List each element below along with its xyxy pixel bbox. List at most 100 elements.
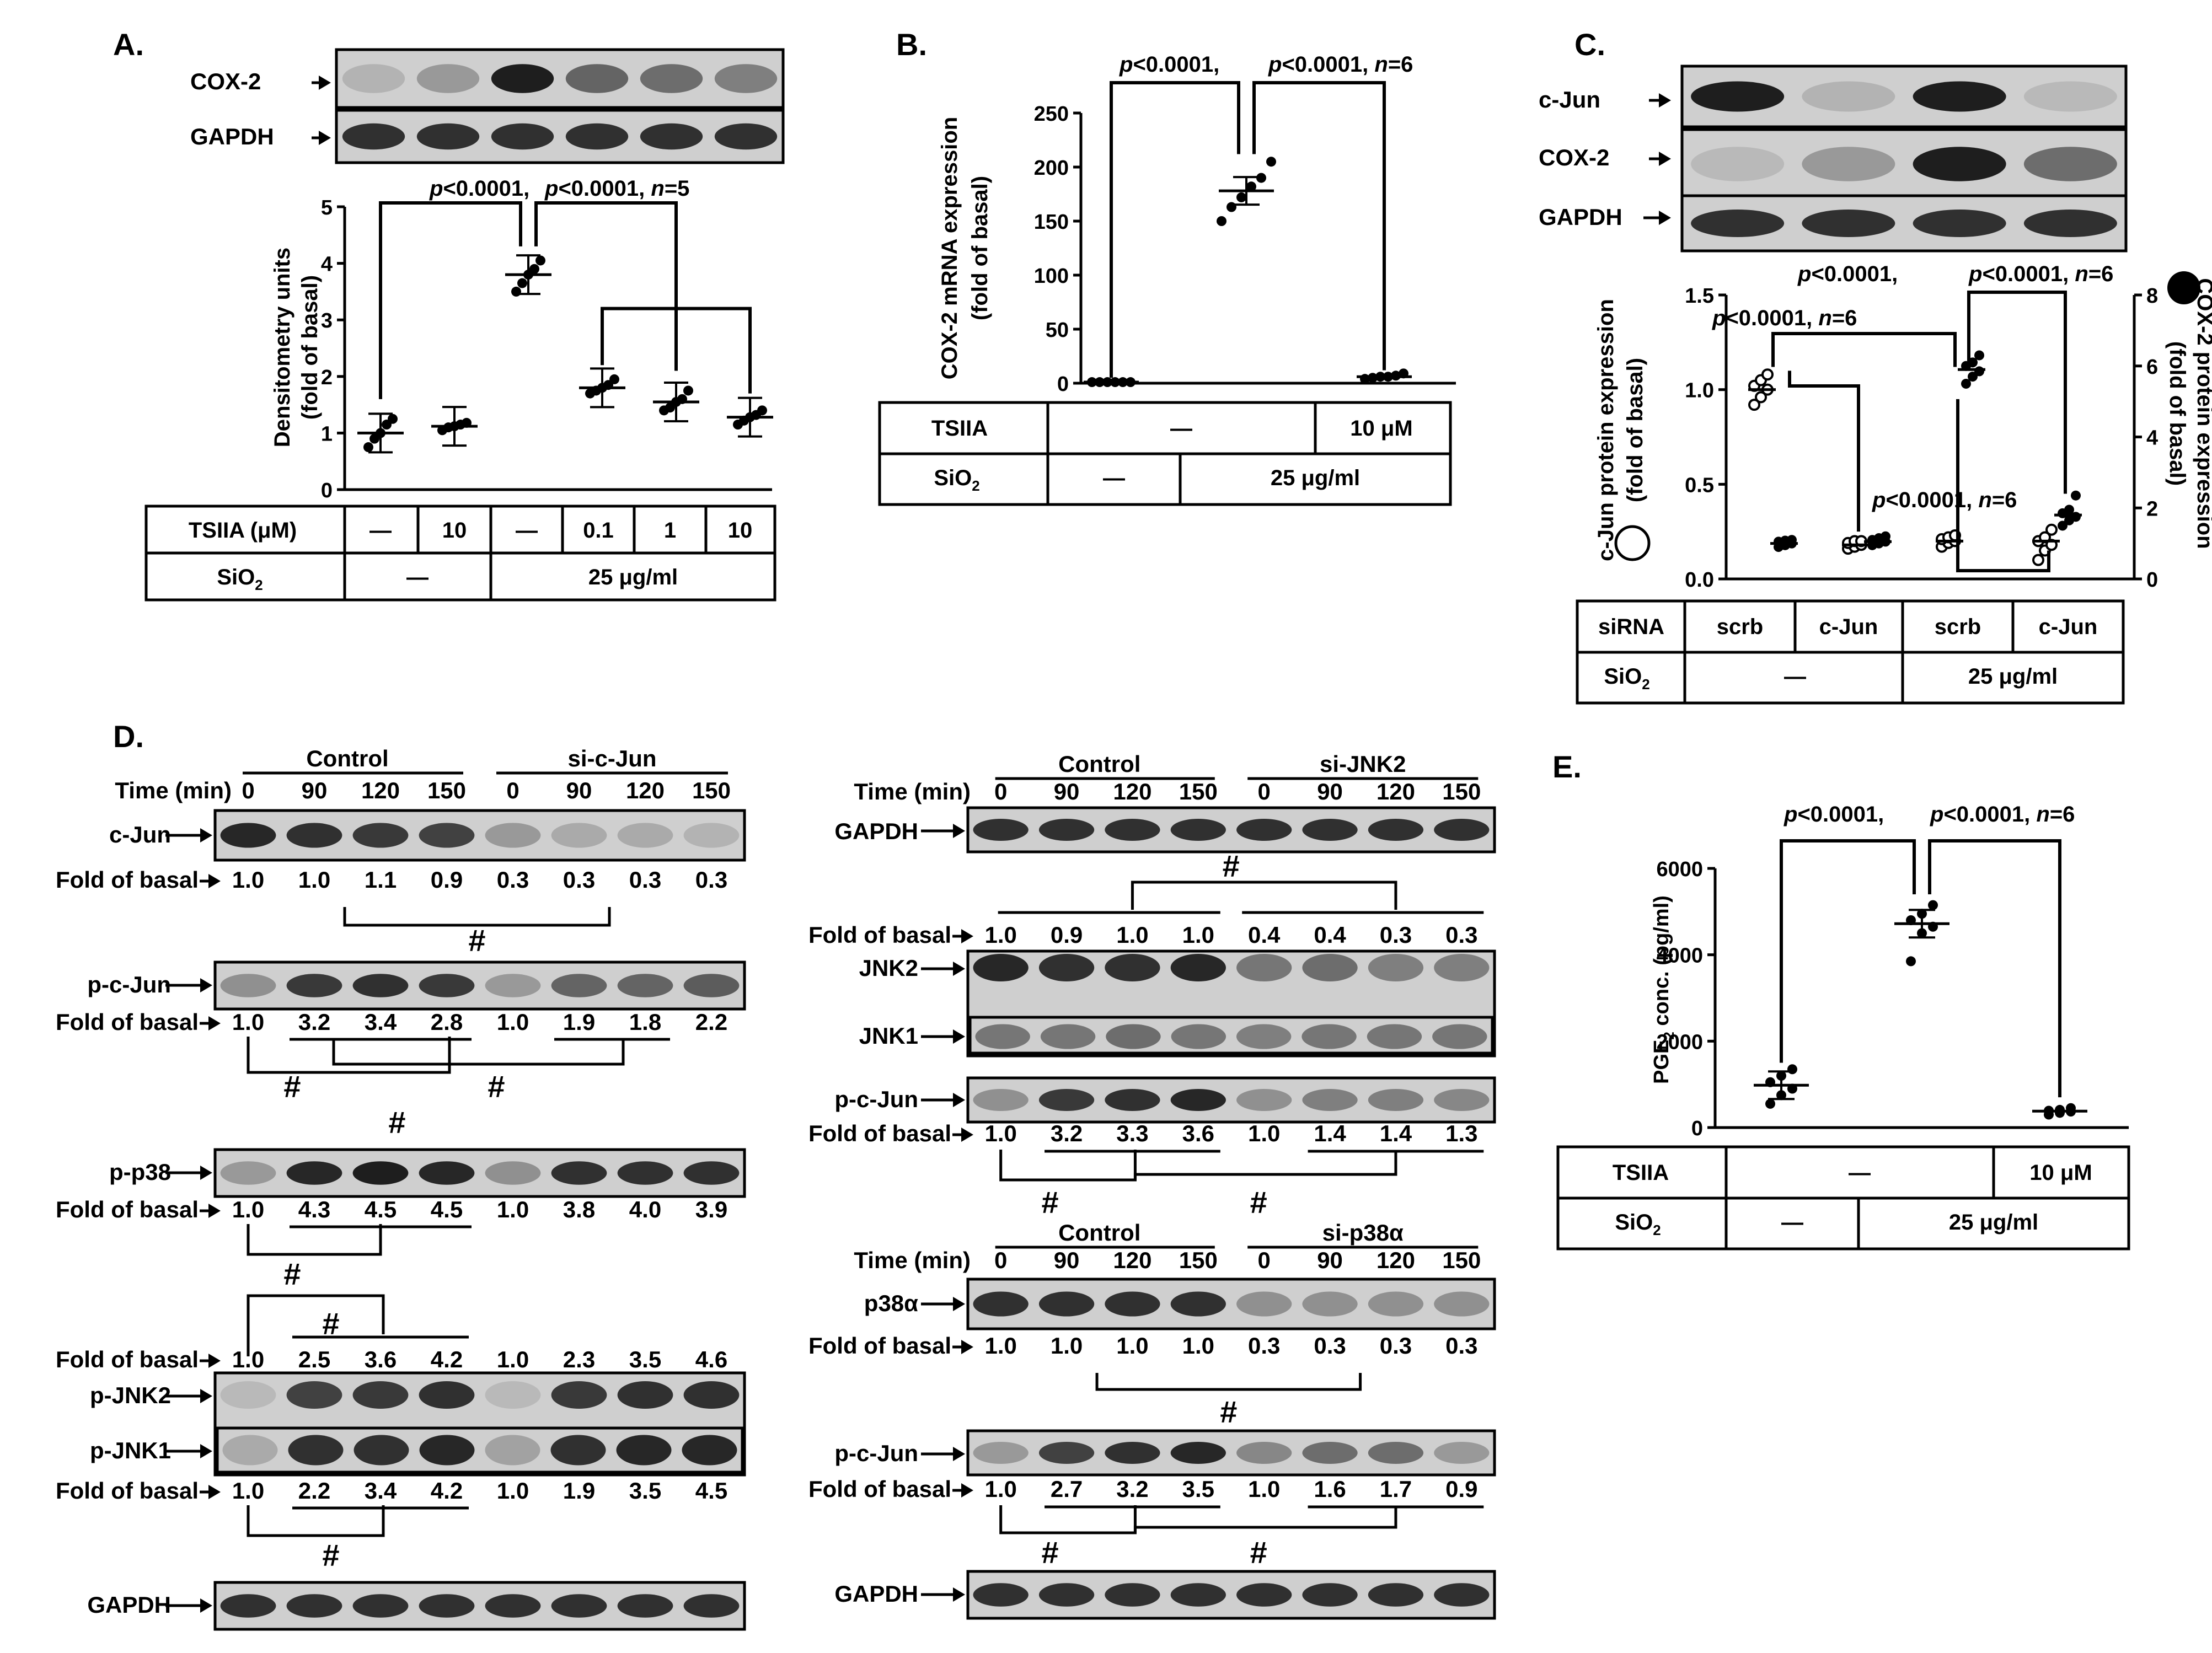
table-a-cell: 0.1 xyxy=(583,518,614,543)
fold-value: 4.2 xyxy=(431,1346,463,1372)
table-a-cell: — xyxy=(516,518,538,543)
time-value: 90 xyxy=(1317,779,1343,804)
arrow-fold-head xyxy=(208,1354,221,1368)
bracket-c-1 xyxy=(1771,332,1957,367)
blot-band xyxy=(1368,1089,1424,1111)
table-a-cell: 10 xyxy=(442,518,467,543)
arrow-a-gapdh-head xyxy=(319,131,331,145)
fold-value: 4.3 xyxy=(298,1196,330,1222)
arrow-blot-head xyxy=(953,1587,965,1602)
table-c-cell: 25 μg/ml xyxy=(1968,664,2058,689)
fold-value: 1.0 xyxy=(298,867,330,893)
ylabel-b-1: COX-2 mRNA expression xyxy=(938,117,962,379)
blot-band xyxy=(1368,954,1424,981)
stat-part: =5 xyxy=(665,176,690,201)
tick-label-b: 150 xyxy=(1034,211,1069,234)
blot-band xyxy=(1913,81,2006,112)
tick-label-b: 100 xyxy=(1034,265,1069,288)
hash-mark: # xyxy=(1250,1535,1267,1570)
blot-label: p-JNK2 xyxy=(90,1382,171,1408)
fold-value: 1.0 xyxy=(1116,1333,1148,1359)
arrow-blot-head xyxy=(200,1444,212,1458)
p-symbol: p xyxy=(544,176,558,201)
arrow-fold-head xyxy=(208,1204,221,1218)
tick-label-c-right: 2 xyxy=(2146,497,2158,520)
blot-band xyxy=(1170,1291,1226,1317)
fold-value: 2.3 xyxy=(563,1346,595,1372)
blot-band xyxy=(1802,81,1895,112)
fold-value: 1.8 xyxy=(629,1009,661,1035)
table-b-cell: 25 μg/ml xyxy=(1271,466,1360,490)
bracket-e-1 xyxy=(1780,839,1916,1063)
panel-e-label: E. xyxy=(1552,749,1582,784)
blot-band xyxy=(1038,819,1095,841)
blot-band xyxy=(352,1161,409,1185)
blot-band xyxy=(485,1381,541,1409)
blot-band xyxy=(1105,1089,1160,1111)
stat-part: =6 xyxy=(1388,52,1413,77)
arrow-c-cjun-head xyxy=(1659,93,1671,108)
blot-band xyxy=(1236,1291,1292,1317)
fold-value: 1.0 xyxy=(1248,1120,1280,1146)
bracket-b-1 xyxy=(1110,81,1240,378)
blot-label: p-c-Jun xyxy=(834,1440,918,1466)
fold-value: 3.2 xyxy=(298,1009,330,1035)
stat-part: <0.0001, xyxy=(558,176,651,201)
p-symbol: p xyxy=(1930,802,1943,826)
data-point-a xyxy=(517,278,527,288)
blot-band xyxy=(1170,819,1226,841)
fold-value: 1.1 xyxy=(365,867,397,893)
blot-a-gapdh-label: GAPDH xyxy=(190,124,274,149)
blot-band xyxy=(485,1594,541,1618)
data-point-c-filled xyxy=(1961,378,1971,389)
blot-band xyxy=(1368,1442,1424,1464)
subscript-2: 2 xyxy=(1642,676,1649,693)
blot-band xyxy=(352,823,409,848)
table-a-cell: — xyxy=(406,565,429,589)
stat-part: =6 xyxy=(2088,262,2114,286)
data-point-e xyxy=(1928,900,1938,910)
fold-value: 1.0 xyxy=(1182,922,1214,948)
panel-b-label: B. xyxy=(896,27,927,62)
table-a-cell: 10 xyxy=(728,518,753,543)
blot-label: JNK2 xyxy=(859,955,918,981)
blot-band xyxy=(352,974,409,997)
blot-d-cjun xyxy=(213,809,746,862)
stat-part: =6 xyxy=(1832,306,1857,330)
blot-band xyxy=(286,1161,342,1185)
blot-band xyxy=(2023,147,2117,181)
tick-label-c-right: 8 xyxy=(2146,285,2158,308)
panel-c-label: C. xyxy=(1574,27,1605,62)
blot-band xyxy=(1434,1291,1490,1317)
p-symbol: p xyxy=(1712,306,1726,330)
fold-value: 3.2 xyxy=(1116,1476,1148,1502)
bracket-a-3 xyxy=(601,307,752,394)
time-value: 120 xyxy=(361,777,400,803)
fold-value: 1.7 xyxy=(1380,1476,1412,1502)
table-a-cell: — xyxy=(369,518,392,543)
blot-label: p-c-Jun xyxy=(87,972,171,997)
bracket-d-r1 xyxy=(1131,881,1397,910)
n-symbol: n xyxy=(1818,306,1831,330)
blot-band xyxy=(2023,81,2117,112)
data-point-a xyxy=(388,414,398,424)
ylabel-e: PGE2 conc. (pg/ml) xyxy=(1650,895,1677,1084)
tick-label-e: 2000 xyxy=(1656,1031,1703,1054)
fold-value: 2.5 xyxy=(298,1346,330,1372)
fold-value: 1.0 xyxy=(984,922,1016,948)
time-value: 0 xyxy=(994,1247,1007,1273)
tick-label-b: 50 xyxy=(1046,319,1069,342)
bracket-c-4 xyxy=(1956,399,2050,572)
blot-band xyxy=(1434,1583,1490,1607)
stat-part: <0.0001, xyxy=(1726,306,1818,330)
stat-e-2: p<0.0001, n=6 xyxy=(1930,802,2075,826)
text-part: SiO xyxy=(1604,664,1642,689)
blot-d-pp38 xyxy=(213,1148,746,1198)
tick-label-e: 0 xyxy=(1691,1117,1703,1140)
stat-part: <0.0001, xyxy=(1282,52,1374,77)
hash-mark: # xyxy=(488,1069,505,1104)
data-point-c-filled xyxy=(2064,505,2074,515)
table-a-row1-label: TSIIA (μM) xyxy=(189,518,297,543)
arrow-c-gapdh-head xyxy=(1659,211,1671,225)
blot-band xyxy=(485,974,541,997)
